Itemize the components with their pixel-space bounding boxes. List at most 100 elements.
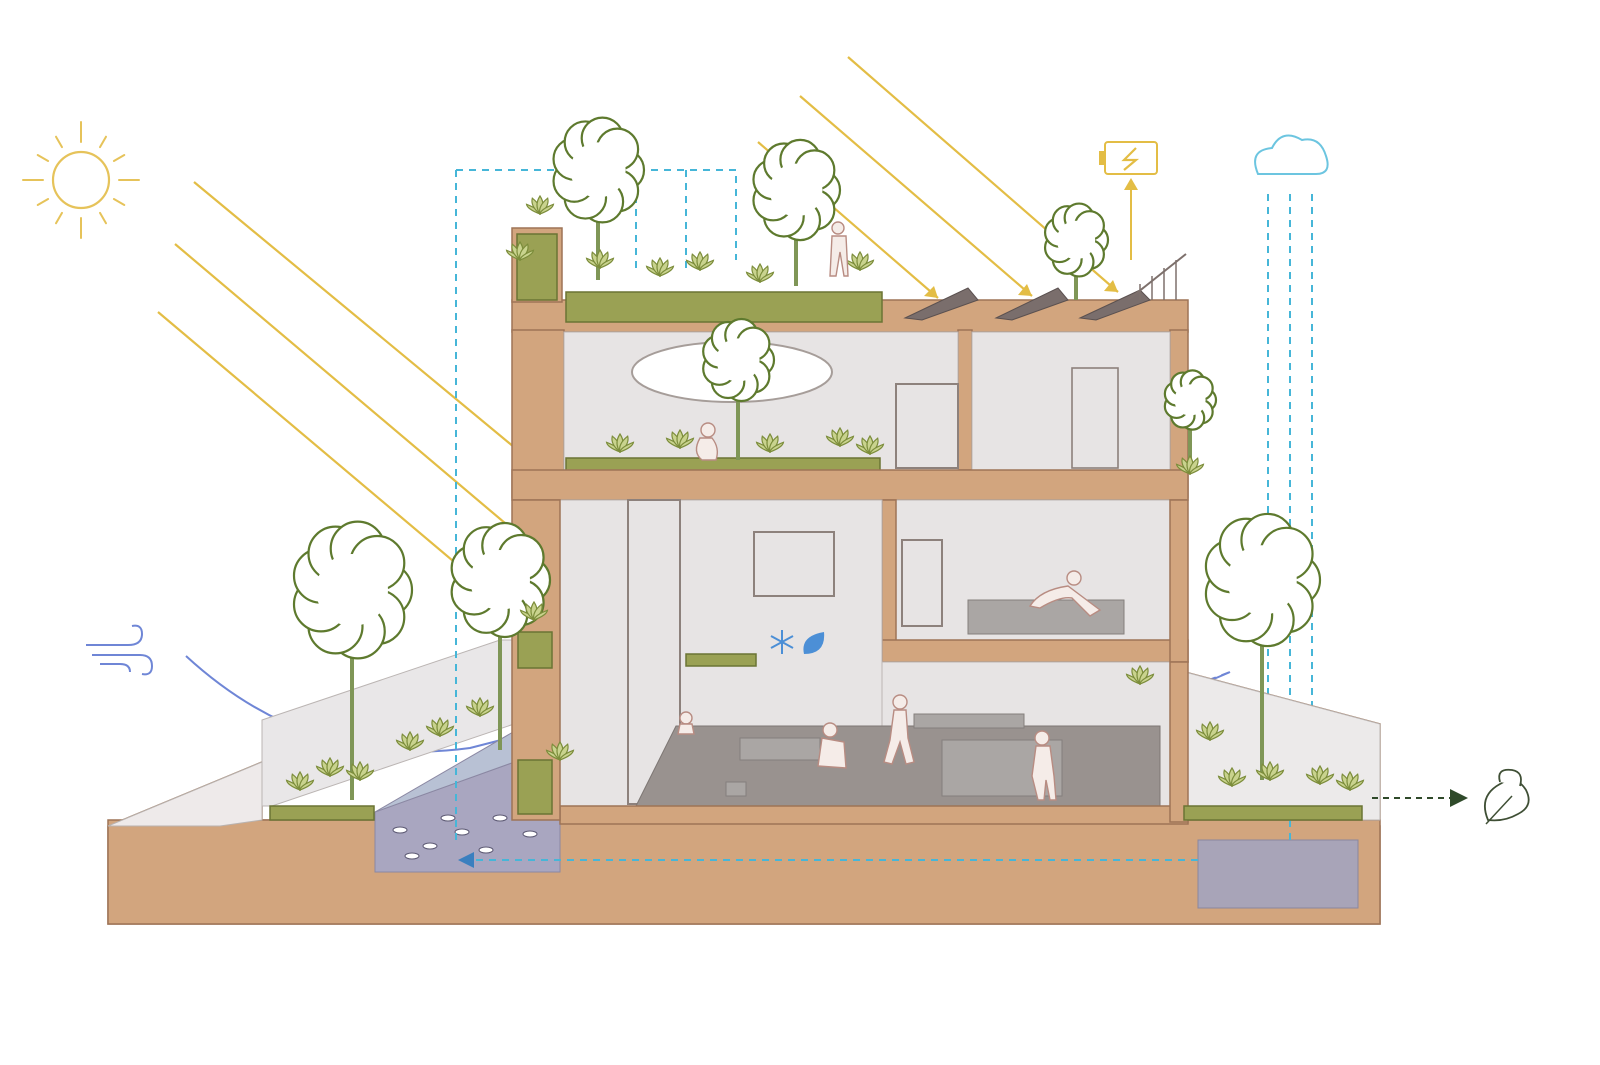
shrub (645, 256, 675, 278)
sun-ray (112, 154, 126, 162)
right-boundary-wall (1184, 671, 1381, 821)
roof-garden-bed (565, 291, 883, 323)
shrub (1125, 664, 1155, 686)
shrub (1305, 764, 1335, 786)
fish (422, 842, 438, 850)
wall-planter (517, 631, 553, 669)
ray-arrowhead (1018, 284, 1032, 296)
sun-ray (99, 211, 107, 225)
shrub (1335, 770, 1365, 792)
roof-railing (1127, 253, 1187, 301)
fish (478, 846, 494, 854)
tree (1204, 512, 1322, 780)
shrub (519, 600, 549, 622)
sun-ray (36, 198, 50, 206)
produce-export-arrow (1372, 789, 1468, 807)
left-garden-bed (269, 805, 375, 821)
solar-ray (799, 95, 1033, 297)
bed (967, 599, 1125, 635)
shrub (665, 428, 695, 450)
shrub (1195, 720, 1225, 742)
sun-ray (55, 211, 63, 225)
upper-bookshelf (1071, 367, 1119, 469)
wind-icon (86, 624, 154, 676)
upper-living-room (971, 331, 1171, 471)
shrub (545, 740, 575, 762)
water-recirculation-path (458, 852, 1198, 868)
shrub (605, 432, 635, 454)
person-child (677, 711, 695, 735)
interior-window (753, 531, 835, 597)
shrub (525, 194, 555, 216)
upper-floor-slab (511, 469, 1189, 501)
battery-charging-icon (1099, 141, 1158, 260)
interior-planter (685, 653, 757, 667)
fish (440, 814, 456, 822)
bedroom-wall (881, 499, 897, 661)
person-rooftop (829, 221, 849, 277)
person-seated (817, 722, 847, 769)
sun-icon (22, 121, 140, 239)
tree (292, 520, 414, 800)
rainwater-paths (1267, 194, 1313, 790)
fish-group (392, 814, 538, 860)
shrub (1255, 760, 1285, 782)
shrub (395, 730, 425, 752)
person-walking (883, 694, 915, 765)
shrub (1175, 454, 1205, 476)
shrub (855, 434, 885, 456)
sun-ray (99, 135, 107, 149)
shrub (345, 760, 375, 782)
mid-column-upper (957, 329, 973, 471)
leafy-vegetable-icon (1484, 768, 1530, 825)
ground-floor-slab (559, 805, 1189, 825)
shrubs (285, 194, 1365, 792)
person-crouching (695, 422, 719, 461)
snowflake-leaf-icon (770, 630, 825, 654)
tree (1043, 202, 1110, 300)
ray-arrowhead (1104, 280, 1118, 292)
fish (522, 830, 538, 838)
shrub (465, 696, 495, 718)
fish (492, 814, 508, 822)
dining-table (913, 713, 1025, 729)
people (677, 221, 1102, 801)
tree (450, 521, 552, 750)
side-table (725, 781, 747, 797)
basement-slab (107, 819, 1381, 925)
shrub (745, 262, 775, 284)
shrub (425, 716, 455, 738)
paved-yard (107, 761, 263, 827)
rain-cloud-icon (1254, 134, 1329, 175)
right-wall-mid (1169, 499, 1189, 663)
ray-arrowhead (924, 286, 938, 298)
right-wall-lower (1169, 661, 1189, 823)
fish (454, 828, 470, 836)
water-tank (1197, 839, 1359, 909)
sun-ray (55, 135, 63, 149)
wall-planter (517, 759, 553, 815)
fish (404, 852, 420, 860)
sofa (739, 737, 821, 761)
tree (552, 116, 646, 280)
shrub (825, 426, 855, 448)
fish (392, 826, 408, 834)
upper-glazing (895, 383, 959, 469)
right-garden-bed (1183, 805, 1363, 821)
shrub (585, 248, 615, 270)
shrub (1217, 766, 1247, 788)
tree (1163, 369, 1218, 460)
tree (752, 138, 842, 286)
shrub (315, 756, 345, 778)
shrub (285, 770, 315, 792)
sun-ray (112, 198, 126, 206)
person-exercising (1028, 570, 1102, 617)
sun-ray (36, 154, 50, 162)
shrub (685, 250, 715, 272)
shrub (845, 250, 875, 272)
person-standing (1031, 730, 1057, 801)
bedroom-slab (881, 639, 1189, 663)
bedroom-window (901, 539, 943, 627)
